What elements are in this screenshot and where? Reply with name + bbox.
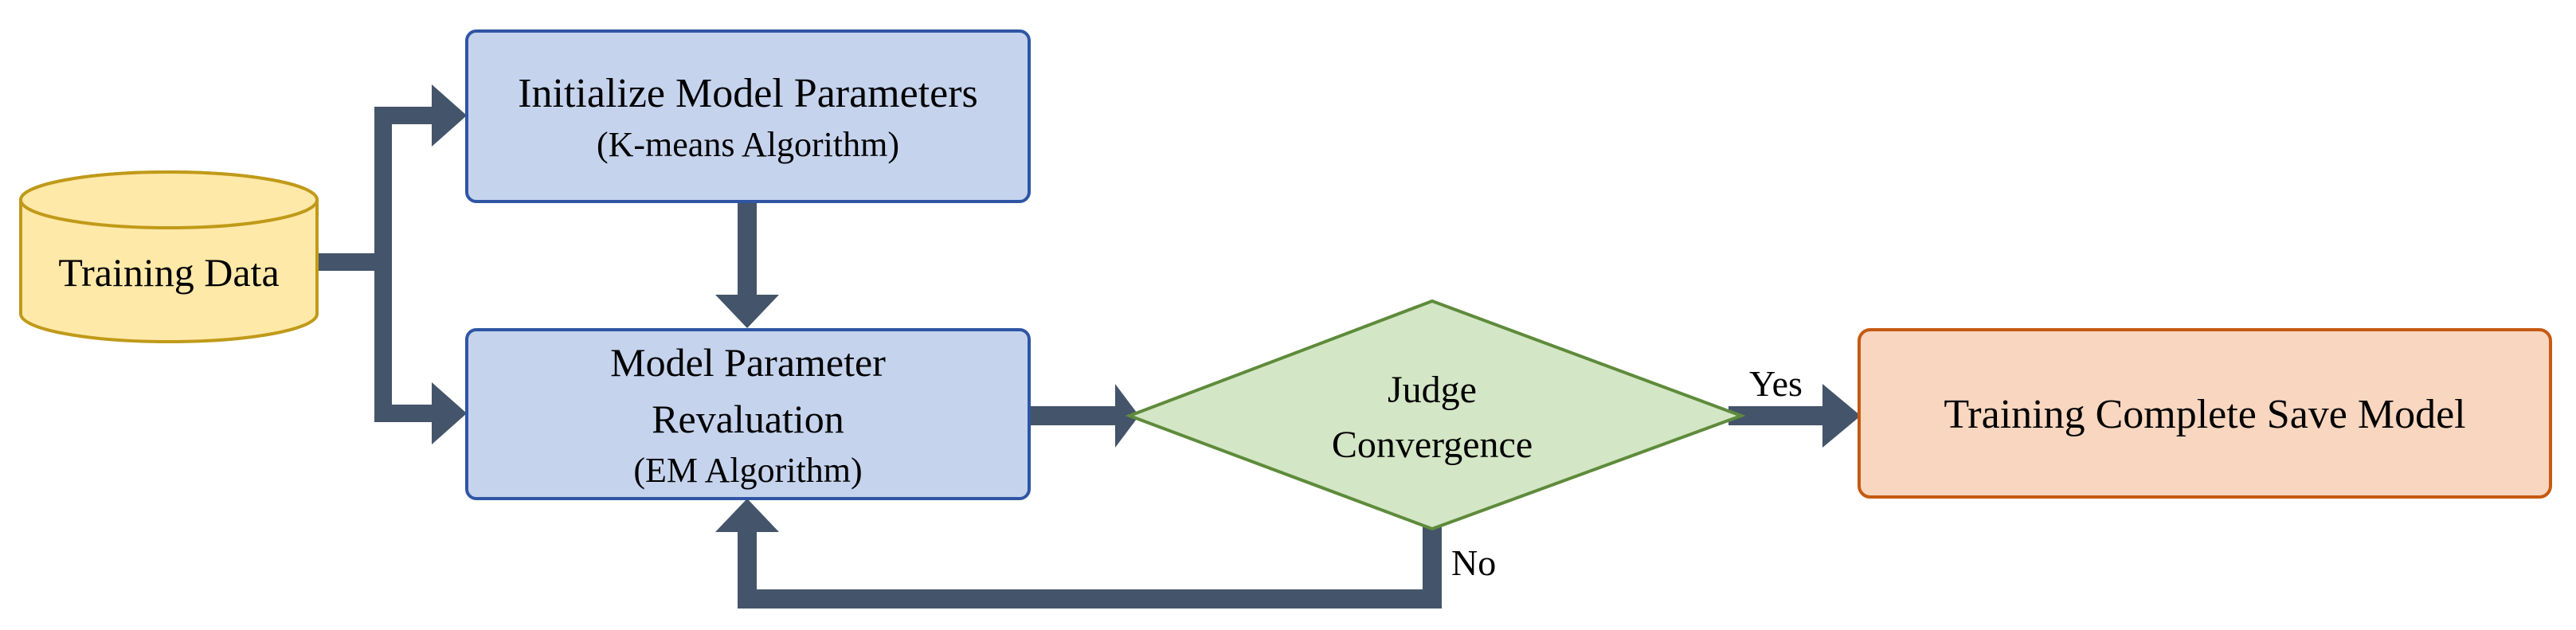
connector-branch-to-reevaluation bbox=[374, 405, 437, 422]
judge-line1: Judge bbox=[1388, 369, 1477, 411]
judge-diamond bbox=[1125, 299, 1746, 531]
complete-node: Training Complete Save Model bbox=[1858, 328, 2552, 499]
reevaluation-line1: Model Parameter bbox=[610, 340, 886, 385]
reevaluation-subtitle: (EM Algorithm) bbox=[633, 451, 862, 490]
arrowhead-to-initialize bbox=[432, 84, 467, 147]
training-data-label: Training Data bbox=[58, 250, 279, 295]
connector-loop-up bbox=[738, 526, 757, 608]
connector-branch-vertical bbox=[374, 107, 392, 422]
initialize-title: Initialize Model Parameters bbox=[518, 71, 978, 116]
initialize-node: Initialize Model Parameters (K-means Alg… bbox=[465, 29, 1031, 203]
judge-line2: Convergence bbox=[1332, 424, 1533, 466]
complete-label: Training Complete Save Model bbox=[1944, 392, 2465, 437]
arrowhead-loop-to-reevaluation bbox=[715, 499, 779, 532]
no-label: No bbox=[1451, 542, 1496, 583]
connector-branch-to-initialize bbox=[374, 107, 437, 124]
connector-data-to-branch bbox=[315, 253, 378, 271]
reevaluation-box bbox=[465, 328, 1031, 500]
judge-node: Judge Convergence bbox=[1125, 299, 1746, 531]
connector-initialize-to-reevaluation bbox=[738, 202, 757, 299]
yes-label: Yes bbox=[1749, 363, 1803, 404]
arrowhead-to-reevaluation-top bbox=[715, 295, 779, 328]
arrowhead-to-reevaluation bbox=[432, 382, 467, 444]
reevaluation-node: Model Parameter Revaluation (EM Algorith… bbox=[465, 328, 1031, 500]
initialize-subtitle: (K-means Algorithm) bbox=[597, 125, 899, 164]
connector-loop-bottom bbox=[738, 589, 1442, 608]
initialize-box bbox=[465, 29, 1031, 203]
reevaluation-line2: Revaluation bbox=[652, 397, 844, 441]
arrowhead-to-complete bbox=[1822, 384, 1861, 448]
training-data-cylinder-top bbox=[19, 170, 319, 229]
connector-reevaluation-to-judge bbox=[1029, 406, 1122, 425]
training-data-node: Training Data bbox=[19, 170, 319, 343]
connectors bbox=[315, 84, 1861, 608]
complete-box bbox=[1858, 328, 2552, 499]
